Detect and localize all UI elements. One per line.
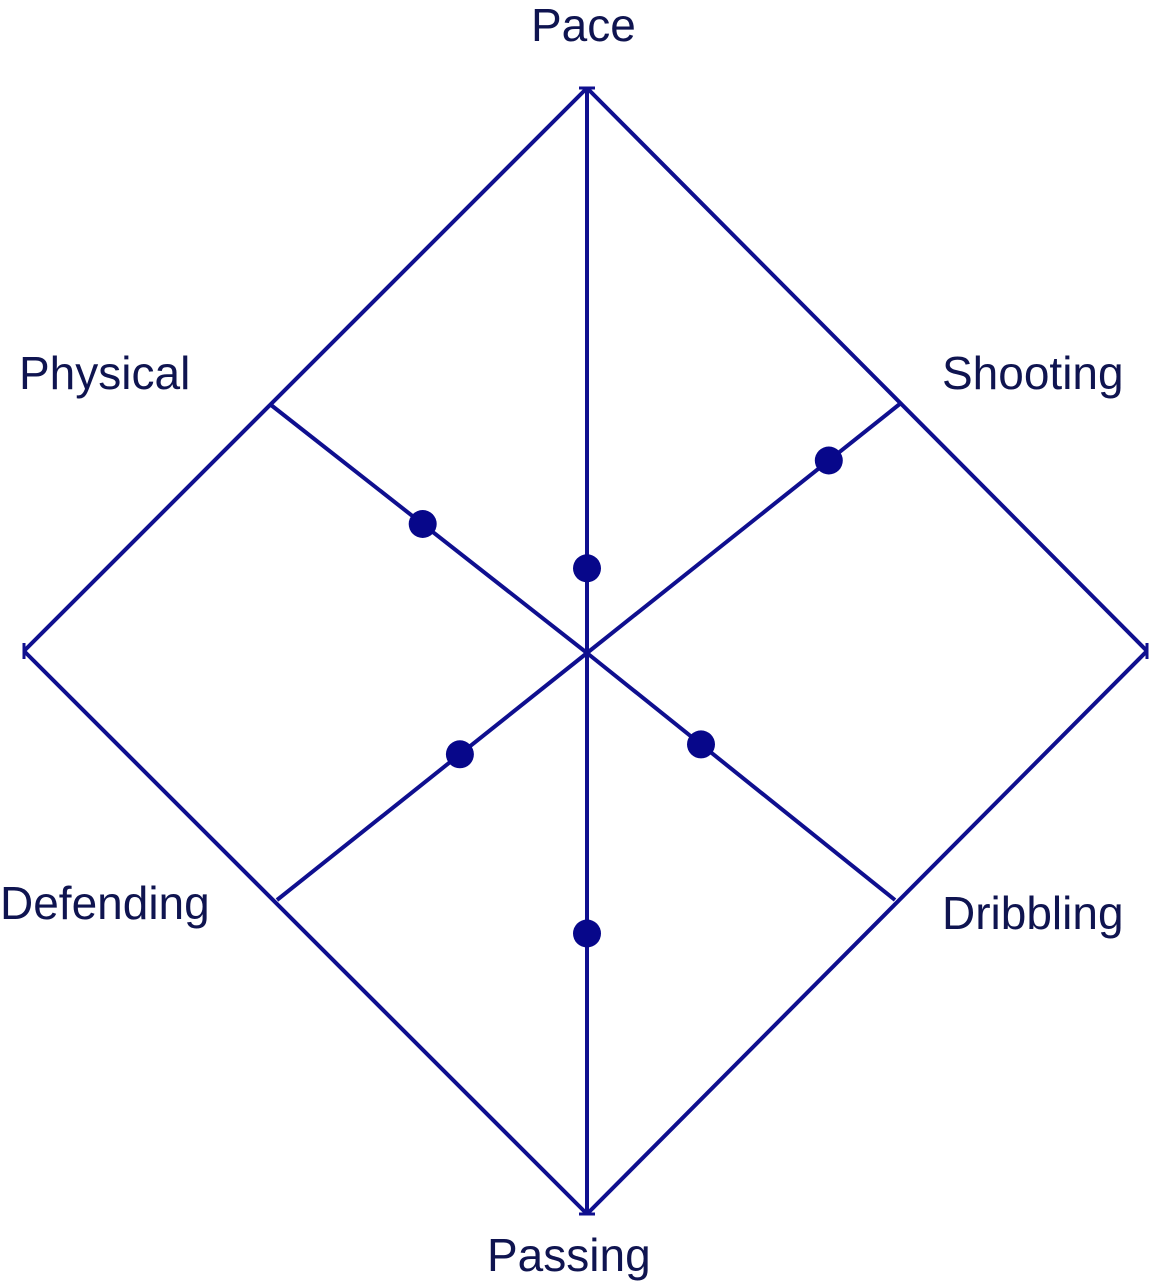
axis-label-defending: Defending <box>0 877 210 929</box>
value-marker-passing <box>573 919 601 948</box>
value-marker-shooting <box>814 446 843 475</box>
axis-lines <box>269 88 903 1214</box>
axis-label-physical: Physical <box>19 347 191 399</box>
axis-end-ticks <box>22 86 1149 1216</box>
axis-line-shooting <box>585 401 903 655</box>
frame-edge-bottom-right <box>585 649 1149 1216</box>
value-marker-dribbling <box>687 730 715 759</box>
axis-label-shooting: Shooting <box>942 347 1124 399</box>
value-marker-defending <box>445 740 474 769</box>
frame-edge-top-left <box>22 86 589 653</box>
axis-label-passing: Passing <box>487 1229 651 1281</box>
value-markers <box>408 446 843 948</box>
diamond-frame <box>22 86 1149 1216</box>
frame-edge-top-right <box>585 86 1149 653</box>
axis-label-dribbling: Dribbling <box>942 887 1124 939</box>
axis-line-dribbling <box>585 651 897 902</box>
axis-line-defending <box>275 651 589 902</box>
value-marker-pace <box>573 554 601 583</box>
axis-label-pace: Pace <box>531 0 636 51</box>
value-marker-physical <box>408 510 437 538</box>
frame-edge-bottom-left <box>22 649 589 1216</box>
